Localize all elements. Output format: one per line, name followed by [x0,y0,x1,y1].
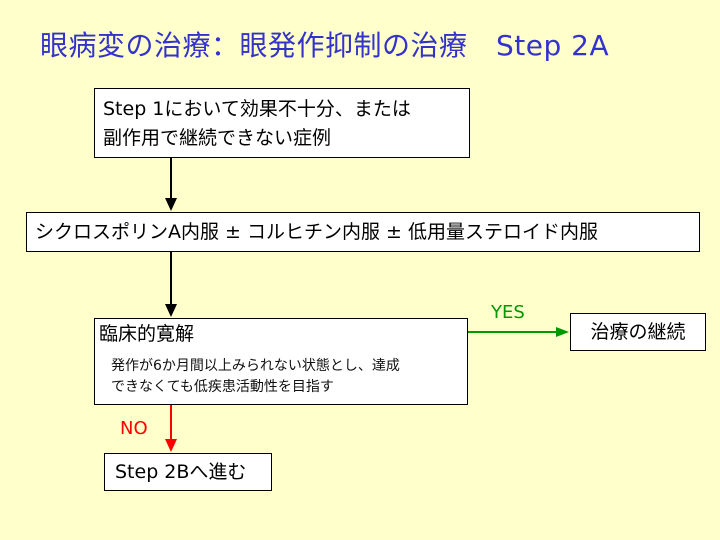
step1-condition-line2: 副作用で継続できない症例 [103,127,332,149]
arrow-step1-to-treatment [165,158,177,211]
arrow-yes-head [556,327,569,337]
arrow-step1-to-treatment-head [165,198,177,211]
no-label: NO [120,418,148,439]
arrow-no [165,405,177,452]
arrow-yes [468,327,569,337]
remission-detail-line2: できなくても低疾患活動性を目指す [111,379,334,395]
remission-title: 臨床的寛解 [99,323,195,345]
arrow-treatment-to-remission-head [165,304,177,317]
step1-condition-box: Step 1において効果不十分、または 副作用で継続できない症例 [94,88,470,158]
step2b-box: Step 2Bへ進む [104,453,272,491]
treatment-text: シクロスポリンA内服 ± コルヒチン内服 ± 低用量ステロイド内服 [35,221,598,243]
yes-label: YES [491,302,525,323]
continue-treatment-box: 治療の継続 [570,313,706,351]
treatment-box: シクロスポリンA内服 ± コルヒチン内服 ± 低用量ステロイド内服 [26,212,700,252]
remission-detail: 発作が6か月間以上みられない状態とし、達成 できなくても低疾患活動性を目指す [111,356,463,398]
continue-treatment-text: 治療の継続 [590,321,686,343]
remission-box: 臨床的寛解 発作が6か月間以上みられない状態とし、達成 できなくても低疾患活動性… [94,318,468,405]
step2b-text: Step 2Bへ進む [115,461,247,483]
slide-title: 眼病変の治療：眼発作抑制の治療 Step 2A [40,29,610,62]
arrow-treatment-to-remission [165,252,177,317]
remission-detail-line1: 発作が6か月間以上みられない状態とし、達成 [111,358,400,374]
step1-condition-line1: Step 1において効果不十分、または [103,98,411,120]
arrow-no-head [165,439,177,452]
